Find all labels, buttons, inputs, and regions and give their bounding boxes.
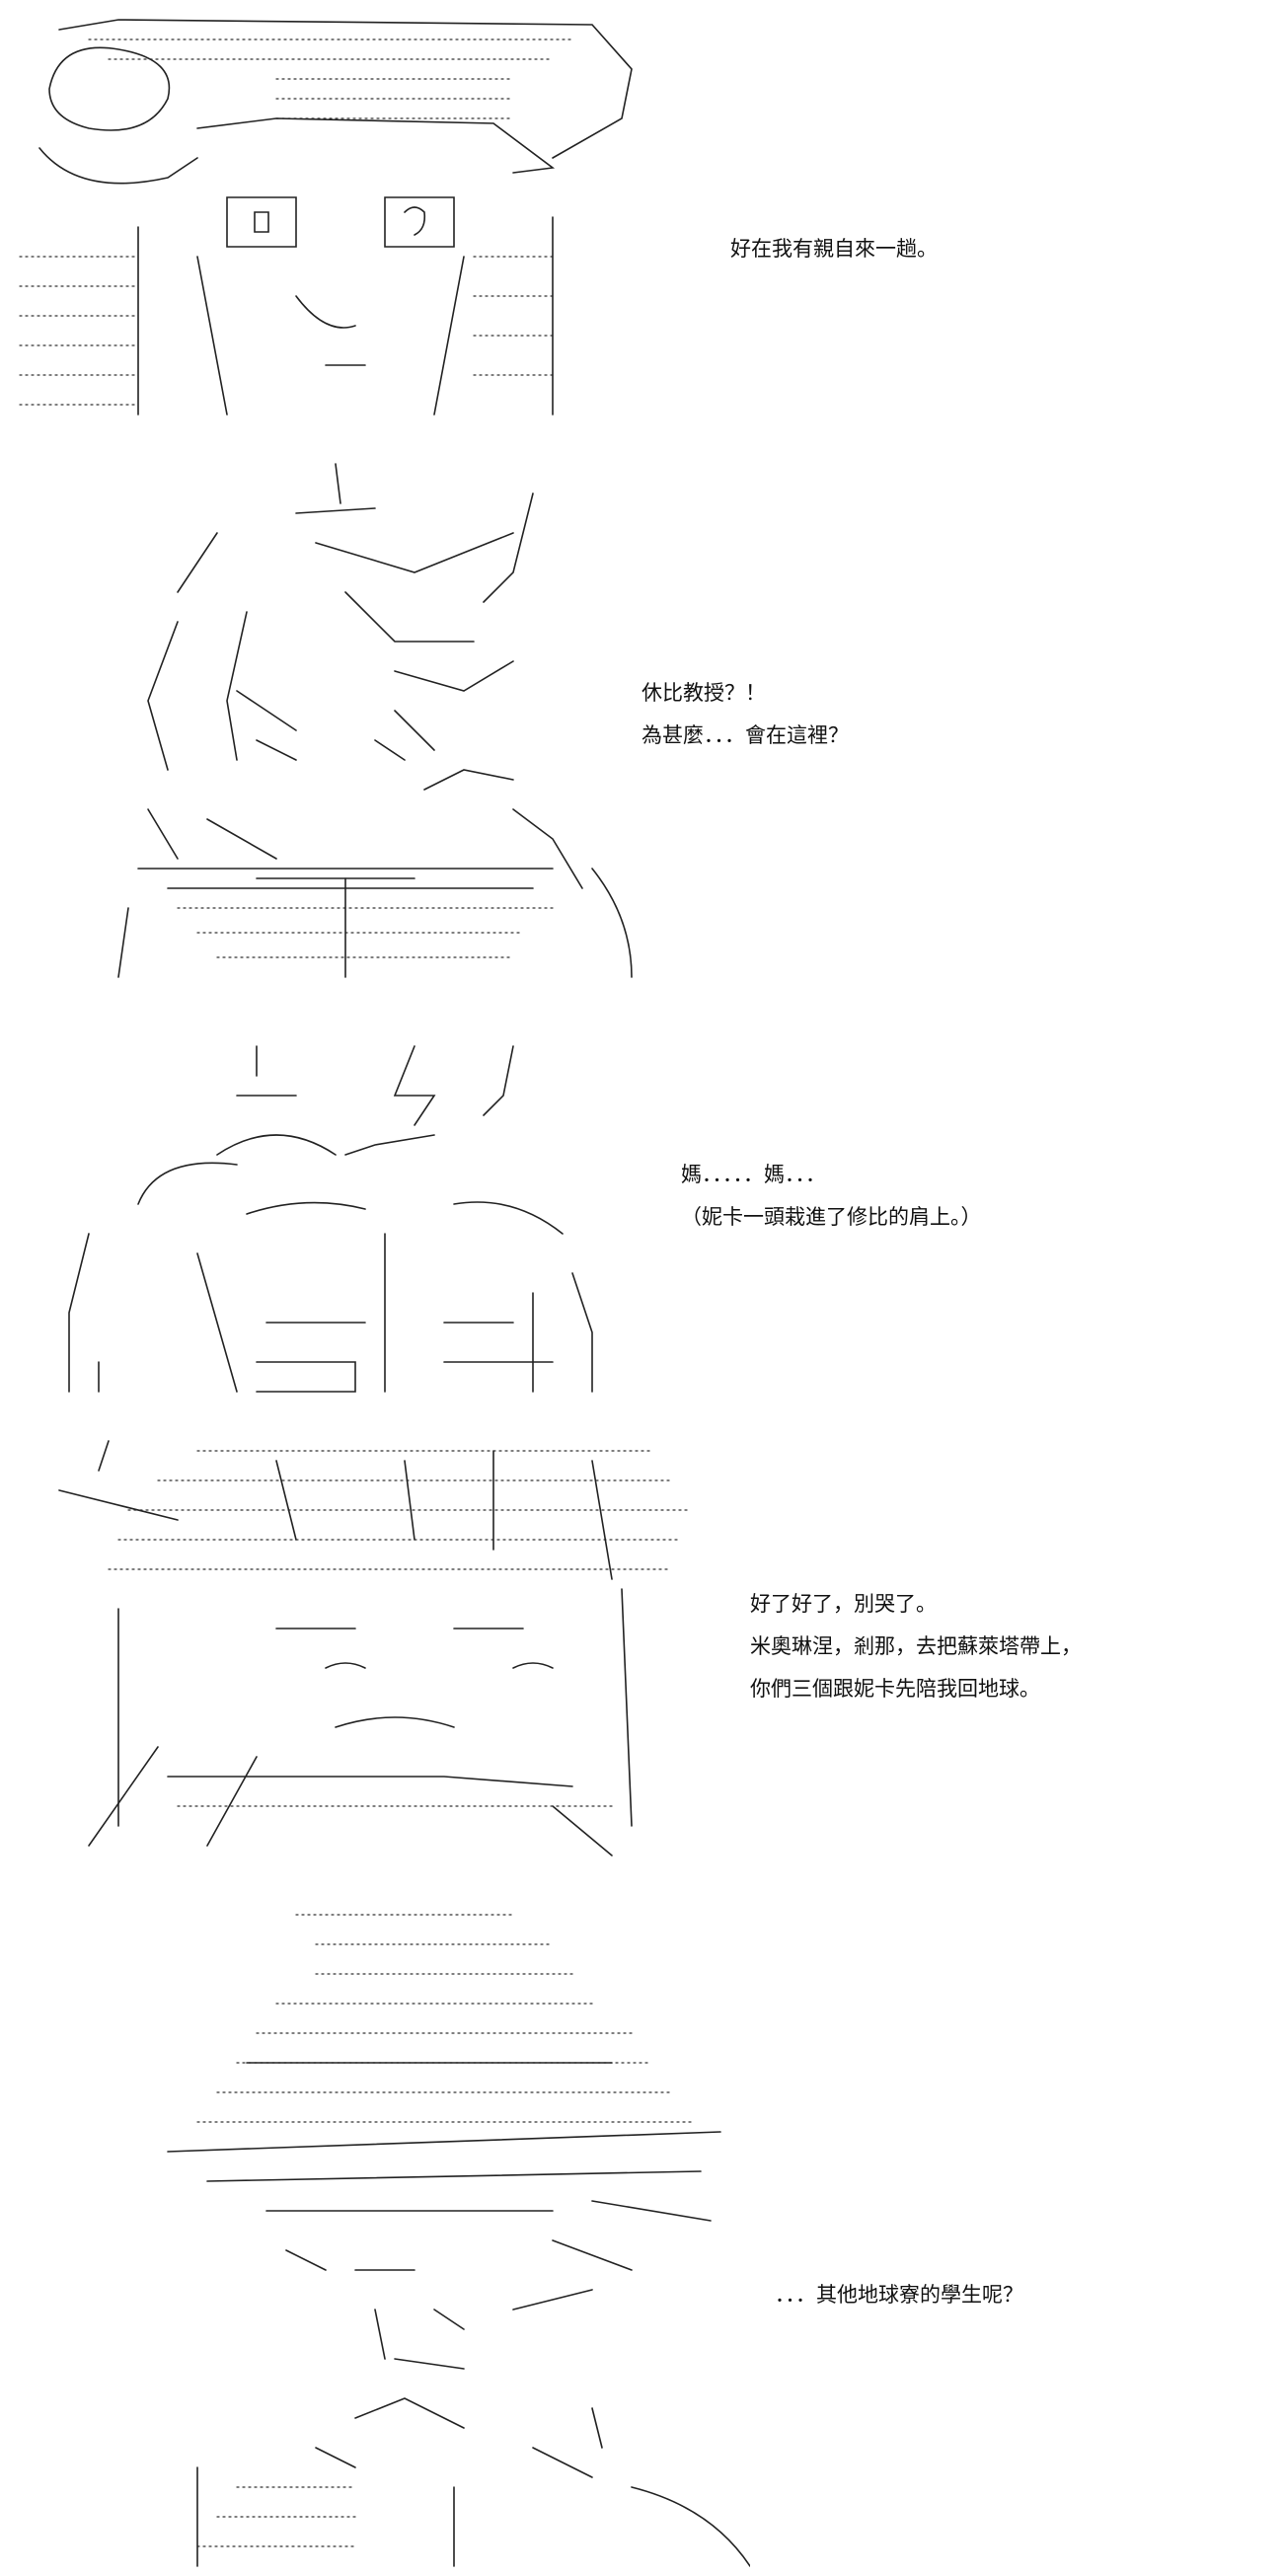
dialogue-line: 為甚麼．．．會在這裡？ [642, 723, 849, 747]
panel-4: 好了好了，別哭了。 米奧琳涅，剎那，去把蘇萊塔帶上， 你們三個跟妮卡先陪我回地球… [0, 1431, 1283, 1865]
dialogue-text: ．．．其他地球寮的學生呢？ [775, 2285, 1023, 2327]
dialogue-line: 好在我有親自來一趟。 [730, 237, 938, 261]
dialogue-line: 休比教授？！ [642, 681, 766, 705]
dialogue-text: 好了好了，別哭了。 米奧琳涅，剎那，去把蘇萊塔帶上， 你們三個跟妮卡先陪我回地球… [750, 1594, 1082, 1721]
panel-5: ．．．其他地球寮的學生呢？ [0, 1895, 1283, 2576]
panel-1: 好在我有親自來一趟。 [0, 0, 1283, 434]
dialogue-line: 好了好了，別哭了。 [750, 1592, 937, 1616]
ascii-art-character-with-hat [19, 19, 633, 416]
ascii-art-embracing-characters [68, 1045, 593, 1393]
dialogue-line: ．．．其他地球寮的學生呢？ [775, 2283, 1023, 2307]
dialogue-line: 米奧琳涅，剎那，去把蘇萊塔帶上， [750, 1634, 1082, 1658]
ascii-art-spiky-hair-character [167, 1914, 750, 2567]
dialogue-line: 你們三個跟妮卡先陪我回地球。 [750, 1677, 1040, 1701]
dialogue-text: 媽．．．．．媽．．． （妮卡一頭栽進了修比的肩上。） [681, 1165, 982, 1250]
dialogue-text: 好在我有親自來一趟。 [730, 239, 938, 281]
ascii-art-surprised-character [117, 463, 633, 978]
dialogue-text: 休比教授？！ 為甚麼．．．會在這裡？ [642, 683, 849, 768]
panel-2: 休比教授？！ 為甚麼．．．會在這裡？ [0, 444, 1283, 997]
dialogue-line: （妮卡一頭栽進了修比的肩上。） [681, 1205, 982, 1229]
dialogue-line: 媽．．．．．媽．．． [681, 1163, 826, 1186]
ascii-art-comforting-character [58, 1440, 692, 1856]
panel-3: 媽．．．．．媽．．． （妮卡一頭栽進了修比的肩上。） [0, 1036, 1283, 1411]
